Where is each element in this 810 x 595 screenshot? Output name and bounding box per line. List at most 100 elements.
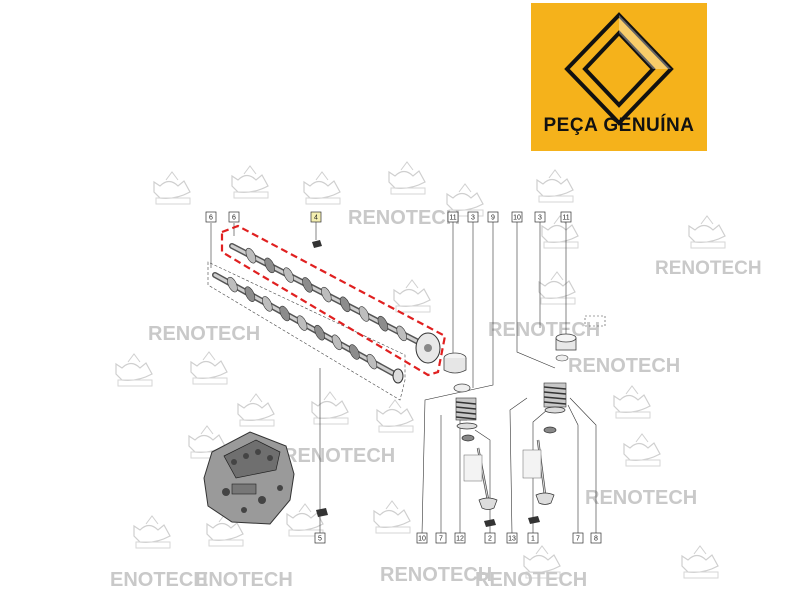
callout-box bbox=[572, 532, 584, 544]
callout-box bbox=[416, 532, 428, 544]
highlight-outline bbox=[220, 224, 447, 377]
cam-lobe bbox=[366, 353, 378, 370]
pin-part bbox=[312, 240, 322, 248]
callout-number: 13 bbox=[508, 536, 516, 543]
watermark-logo-icon bbox=[388, 161, 426, 195]
callout-box bbox=[467, 211, 479, 223]
callout-number: 3 bbox=[538, 215, 542, 222]
watermark-text: RENOTECH bbox=[475, 569, 587, 590]
callout-box bbox=[484, 532, 496, 544]
cam-lobe bbox=[349, 344, 360, 360]
cam-lobe bbox=[264, 257, 275, 274]
leader-lines bbox=[210, 222, 597, 535]
watermark-logo-icon bbox=[133, 515, 171, 549]
watermark-text: RENOTECH bbox=[348, 207, 460, 229]
watermark-logo-icon bbox=[153, 171, 191, 205]
callout-c1: 6 bbox=[205, 211, 217, 223]
callout-box bbox=[487, 211, 499, 223]
callout-box bbox=[560, 211, 572, 223]
callout-c13: 12 bbox=[454, 532, 466, 544]
watermark-layer: RENOTECH RENOTECH RENOTECH RENOTECH RENO… bbox=[110, 161, 762, 591]
cam-lobe bbox=[262, 296, 273, 312]
cam-lobe bbox=[331, 334, 343, 351]
watermark-logo-icon bbox=[393, 279, 431, 313]
watermark-logo-icon bbox=[286, 503, 324, 537]
shim bbox=[453, 383, 471, 393]
callout-number: 8 bbox=[594, 536, 598, 543]
callout-c9: 11 bbox=[560, 211, 572, 223]
watermark-logo-icon bbox=[623, 433, 661, 467]
genuine-part-label: PEÇA GENUÍNA bbox=[543, 115, 695, 136]
engine-thumbnail bbox=[203, 431, 295, 525]
callout-box bbox=[310, 211, 322, 223]
callout-c5: 3 bbox=[467, 211, 479, 223]
watermark-logo-icon bbox=[115, 353, 153, 387]
genuine-part-badge: PEÇA GENUÍNA bbox=[531, 3, 707, 151]
watermark-logo-icon bbox=[541, 215, 579, 249]
watermark-logo-icon bbox=[681, 545, 719, 579]
callout-box bbox=[447, 211, 459, 223]
cam-lobe bbox=[302, 277, 313, 293]
cam-lobe bbox=[296, 315, 308, 331]
callout-number: 6 bbox=[232, 215, 236, 222]
callout-box bbox=[454, 532, 466, 544]
watermark-text: ENOTECH bbox=[195, 569, 293, 590]
callout-c16: 1 bbox=[527, 532, 539, 544]
cam-lobe bbox=[245, 247, 257, 264]
watermark-logo-icon bbox=[311, 391, 349, 425]
watermark-logo-icon bbox=[231, 165, 269, 199]
watermark-logo-icon bbox=[303, 171, 341, 205]
callout-c8: 3 bbox=[534, 211, 546, 223]
assembly-outline bbox=[207, 261, 406, 401]
callout-number: 12 bbox=[456, 536, 464, 543]
callout-box bbox=[435, 532, 447, 544]
cam-lobe bbox=[227, 276, 238, 293]
callout-number: 5 bbox=[318, 536, 322, 543]
watermark-logo-icon bbox=[373, 500, 411, 534]
camshaft-end bbox=[392, 368, 404, 384]
watermark-text: ENOTECH bbox=[110, 569, 208, 590]
watermark-logo-icon bbox=[376, 399, 414, 433]
watermark-logo-icon bbox=[237, 393, 275, 427]
callout-number: 11 bbox=[449, 215, 456, 222]
cam-lobe bbox=[314, 324, 325, 341]
callout-box bbox=[590, 532, 602, 544]
cam-lobes bbox=[227, 247, 407, 370]
callout-number: 11 bbox=[562, 215, 569, 222]
watermark-logo-icon bbox=[613, 385, 651, 419]
callout-c6: 9 bbox=[487, 211, 499, 223]
watermark-logo-icon bbox=[538, 271, 576, 305]
callout-c12: 7 bbox=[435, 532, 447, 544]
cam-lobe bbox=[396, 325, 407, 342]
valve-left bbox=[463, 447, 498, 510]
cam-lobe bbox=[339, 296, 351, 313]
cam-lobe bbox=[283, 267, 294, 283]
watermark-text: RENOTECH bbox=[148, 323, 260, 345]
callout-c11: 10 bbox=[416, 532, 428, 544]
callout-number: 7 bbox=[439, 536, 443, 543]
cam-lobe bbox=[279, 305, 290, 322]
valve-spring-right bbox=[543, 382, 567, 434]
callout-c4: 11 bbox=[447, 211, 459, 223]
callout-box bbox=[506, 532, 518, 544]
clip-left bbox=[484, 519, 496, 527]
callout-number: 9 bbox=[491, 215, 495, 222]
watermark-text: RENOTECH bbox=[488, 319, 600, 341]
callout-c10: 5 bbox=[314, 532, 326, 544]
watermark-logo-icon bbox=[190, 351, 228, 385]
callout-c7: 10 bbox=[511, 211, 523, 223]
callout-number: 10 bbox=[418, 536, 426, 543]
bolt-part bbox=[316, 508, 328, 517]
cam-lobe bbox=[358, 306, 370, 322]
callout-c2: 6 bbox=[228, 211, 240, 223]
cam-lobe bbox=[244, 286, 256, 302]
renault-logo-icon bbox=[564, 12, 674, 126]
callout-c18: 8 bbox=[590, 532, 602, 544]
valve-spring-left bbox=[455, 397, 478, 442]
tappet-right bbox=[555, 333, 577, 362]
callout-c3: 4 bbox=[310, 211, 322, 223]
callout-box bbox=[511, 211, 523, 223]
callout-box bbox=[228, 211, 240, 223]
